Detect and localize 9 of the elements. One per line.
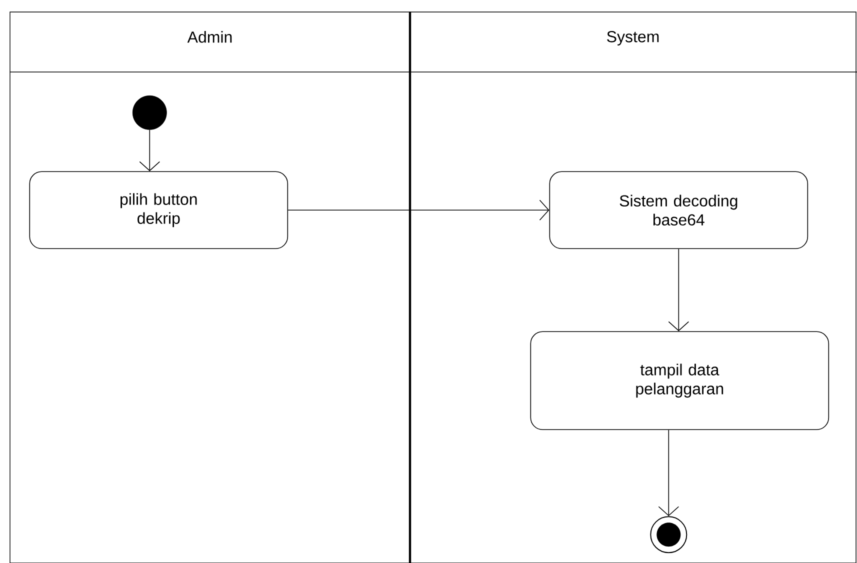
arrow [668, 248, 690, 332]
action-box: tampil data pelanggaran [530, 331, 830, 430]
arrow [288, 200, 550, 221]
action-box: Sistem decoding base64 [549, 171, 808, 250]
action-box: pilih button dekrip [29, 171, 288, 250]
start-node [132, 95, 167, 130]
end-node [650, 516, 688, 554]
arrow [658, 430, 680, 516]
arrow [139, 129, 160, 172]
